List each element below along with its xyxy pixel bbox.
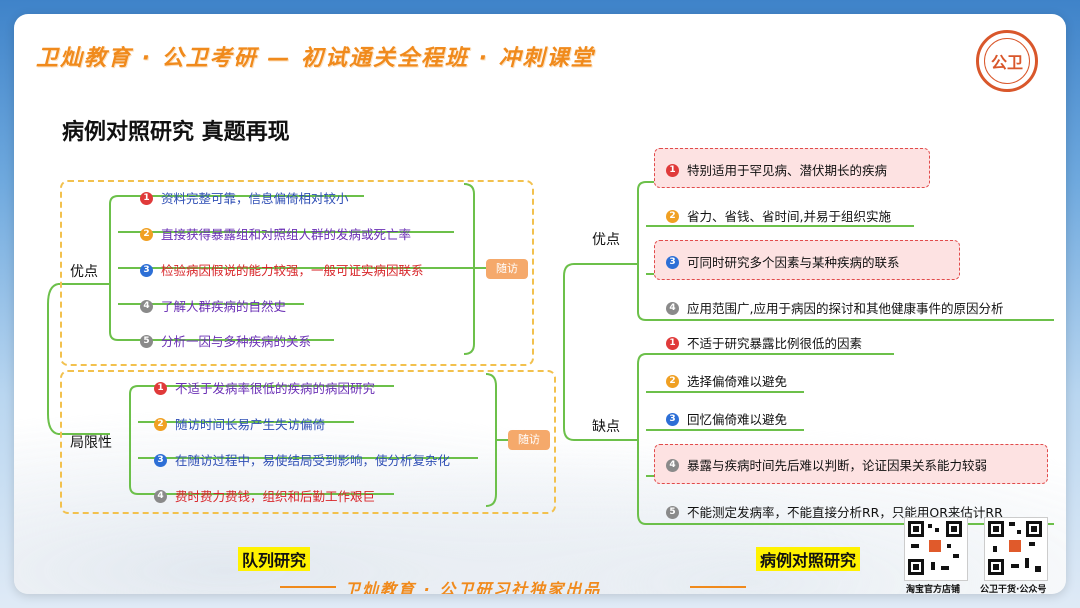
cc-limit-item-3: 3 回忆偏倚难以避免 [666,409,787,430]
cohort-limit-item-1: 1 不适于发病率很低的疾病的病因研究 [154,378,375,399]
cohort-adv-text: 检验病因假说的能力较强，一般可证实病因联系 [161,263,424,278]
number-badge: 1 [140,192,153,205]
cc-adv-text: 省力、省钱、省时间,并易于组织实施 [687,209,891,224]
number-badge: 3 [666,413,679,426]
cc-adv-item-3: 3 可同时研究多个因素与某种疾病的联系 [666,252,900,273]
number-badge: 1 [666,337,679,350]
cohort-limit-item-3: 3 在随访过程中，易使结局受到影响，使分析复杂化 [154,450,450,471]
cc-limit-item-5: 5 不能测定发病率，不能直接分析RR，只能用OR来估计RR [666,502,1003,523]
cohort-limit-item-4: 4 费时费力费钱，组织和后勤工作艰巨 [154,486,375,507]
logo-mark: 公卫 [984,38,1030,84]
cc-limits-label: 缺点 [592,419,620,435]
highlight-box [654,240,960,280]
highlight-box [654,444,1048,484]
cohort-adv-item-1: 1 资料完整可靠，信息偏倚相对较小 [140,188,349,209]
number-badge: 1 [154,382,167,395]
qr-caption-taobao: 淘宝官方店铺 [906,585,961,594]
cc-adv-text: 特别适用于罕见病、潜伏期长的疾病 [687,163,888,178]
number-badge: 4 [154,490,167,503]
cohort-adv-item-3: 3 检验病因假说的能力较强，一般可证实病因联系 [140,260,424,281]
follow-up-tag-2: 随访 [508,430,550,450]
number-badge: 3 [154,454,167,467]
number-badge: 2 [666,210,679,223]
qr-icon [988,521,1042,575]
qr-caption-wechat: 公卫干货·公众号 [980,585,1047,594]
cc-limit-text: 暴露与疾病时间先后难以判断，论证因果关系能力较弱 [687,458,988,473]
cc-adv-item-4: 4 应用范围广,应用于病因的探讨和其他健康事件的原因分析 [666,298,1003,319]
cc-adv-text: 应用范围广,应用于病因的探讨和其他健康事件的原因分析 [687,301,1004,316]
cc-advantages-label: 优点 [592,232,620,248]
cohort-adv-text: 了解人群疾病的自然史 [161,299,287,314]
cohort-advantages-label: 优点 [70,264,98,280]
cohort-limits-label: 局限性 [70,435,112,451]
cc-limit-text: 不能测定发病率，不能直接分析RR，只能用OR来估计RR [687,505,1003,520]
footer-divider-left [280,586,336,588]
cc-limit-item-1: 1 不适于研究暴露比例很低的因素 [666,333,862,354]
cohort-limit-text: 随访时间长易产生失访偏倚 [175,417,326,432]
number-badge: 3 [666,256,679,269]
number-badge: 4 [666,459,679,472]
page-title: 病例对照研究 真题再现 [62,120,290,145]
number-badge: 3 [140,264,153,277]
highlight-box [654,148,930,188]
cohort-limit-text: 在随访过程中，易使结局受到影响，使分析复杂化 [175,453,451,468]
number-badge: 2 [666,375,679,388]
cohort-adv-item-2: 2 直接获得暴露组和对照组人群的发病或死亡率 [140,224,411,245]
cc-limit-text: 回忆偏倚难以避免 [687,412,788,427]
number-badge: 1 [666,164,679,177]
cc-adv-item-2: 2 省力、省钱、省时间,并易于组织实施 [666,206,891,227]
cc-limit-item-4: 4 暴露与疾病时间先后难以判断，论证因果关系能力较弱 [666,455,987,476]
number-badge: 5 [666,506,679,519]
cohort-adv-item-5: 5 分析一因与多种疾病的关系 [140,331,311,352]
qr-icon [908,521,962,575]
follow-up-tag: 随访 [486,259,528,279]
cc-adv-text: 可同时研究多个因素与某种疾病的联系 [687,255,900,270]
footer-divider-right [690,586,746,588]
cc-limit-item-2: 2 选择偏倚难以避免 [666,371,787,392]
cc-limit-text: 选择偏倚难以避免 [687,374,788,389]
cohort-adv-text: 资料完整可靠，信息偏倚相对较小 [161,191,349,206]
logo: 公卫 [976,30,1038,92]
cohort-adv-item-4: 4 了解人群疾病的自然史 [140,296,286,317]
cc-limit-text: 不适于研究暴露比例很低的因素 [687,336,863,351]
number-badge: 5 [140,335,153,348]
cohort-advantages-box [60,180,534,366]
cohort-limit-item-2: 2 随访时间长易产生失访偏倚 [154,414,325,435]
cohort-adv-text: 分析一因与多种疾病的关系 [161,334,312,349]
qr-code-taobao [904,517,968,581]
number-badge: 2 [154,418,167,431]
header-title: 卫灿教育 · 公卫考研 — 初试通关全程班 · 冲刺课堂 [36,46,595,71]
qr-code-wechat [984,517,1048,581]
cohort-limits-box [60,370,556,514]
footer-brand: 卫灿教育 · 公卫研习社独家出品 [344,580,602,594]
cohort-study-label: 队列研究 [238,547,311,571]
number-badge: 2 [140,228,153,241]
number-badge: 4 [666,302,679,315]
cohort-limit-text: 费时费力费钱，组织和后勤工作艰巨 [175,489,376,504]
case-control-study-label: 病例对照研究 [756,547,861,571]
slide: 卫灿教育 · 公卫考研 — 初试通关全程班 · 冲刺课堂 公卫 病例对照研究 真… [14,14,1066,594]
cc-adv-item-1: 1 特别适用于罕见病、潜伏期长的疾病 [666,160,887,181]
cohort-limit-text: 不适于发病率很低的疾病的病因研究 [175,381,376,396]
number-badge: 4 [140,300,153,313]
cohort-adv-text: 直接获得暴露组和对照组人群的发病或死亡率 [161,227,412,242]
